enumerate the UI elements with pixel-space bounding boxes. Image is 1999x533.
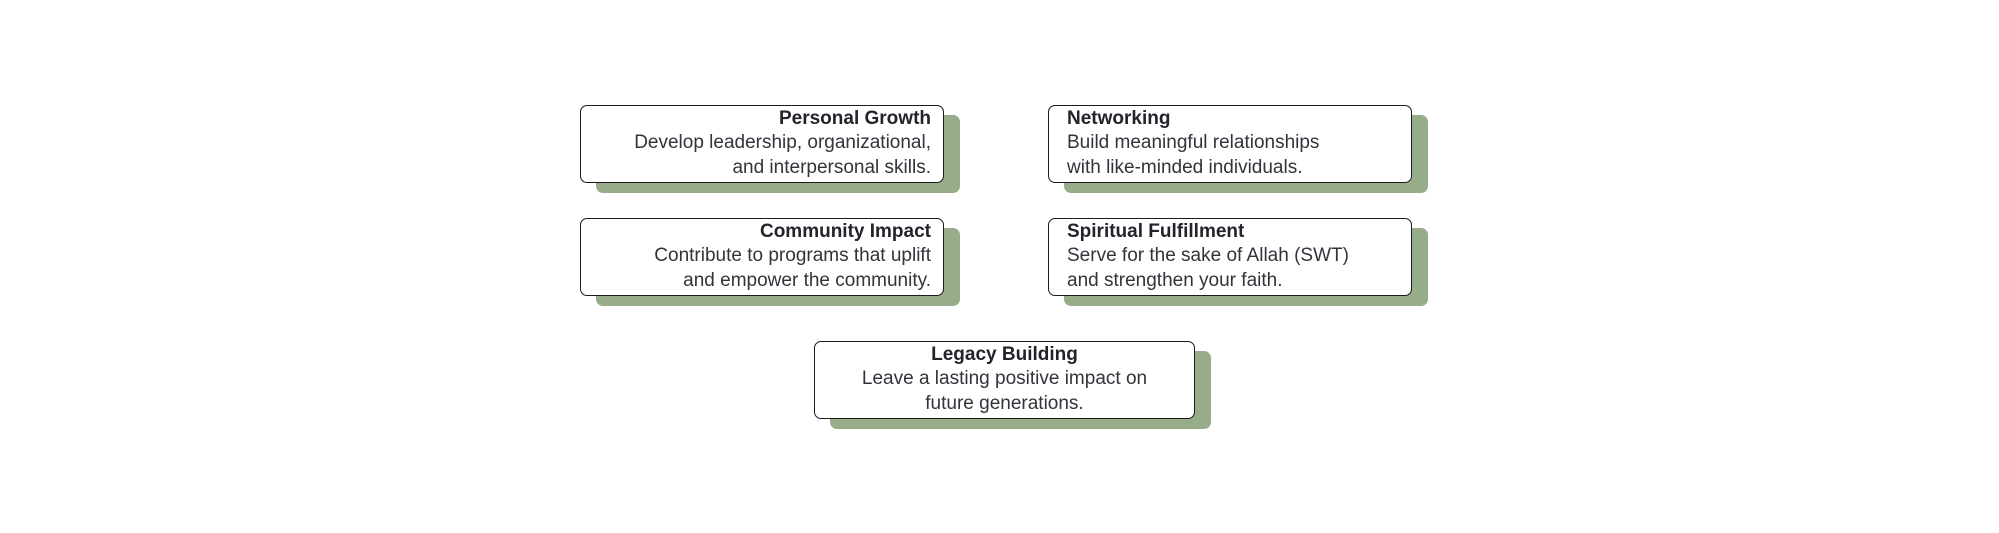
card-face: Community Impact Contribute to programs … [580, 218, 944, 296]
card-face: Spiritual Fulfillment Serve for the sake… [1048, 218, 1412, 296]
card-description-line: future generations. [925, 393, 1084, 414]
card-description-line: and empower the community. [683, 270, 931, 291]
card-title: Spiritual Fulfillment [1067, 221, 1245, 242]
benefit-card-spiritual-fulfillment: Spiritual Fulfillment Serve for the sake… [1048, 218, 1428, 306]
card-face: Personal Growth Develop leadership, orga… [580, 105, 944, 183]
benefit-card-legacy-building: Legacy Building Leave a lasting positive… [814, 341, 1211, 429]
card-title: Community Impact [759, 221, 931, 242]
benefit-card-networking: Networking Build meaningful relationship… [1048, 105, 1428, 193]
card-face: Legacy Building Leave a lasting positive… [814, 341, 1195, 419]
card-face: Networking Build meaningful relationship… [1048, 105, 1412, 183]
card-title: Legacy Building [931, 344, 1078, 365]
card-description-line: Serve for the sake of Allah (SWT) [1067, 245, 1349, 266]
benefit-card-community-impact: Community Impact Contribute to programs … [580, 218, 960, 306]
card-description-line: Contribute to programs that uplift [654, 245, 931, 266]
card-description-line: Build meaningful relationships [1067, 132, 1320, 153]
card-description-line: Develop leadership, organizational, [634, 132, 931, 153]
card-description-line: and strengthen your faith. [1067, 270, 1283, 291]
card-description-line: Leave a lasting positive impact on [861, 368, 1148, 389]
card-description-line: with like-minded individuals. [1067, 157, 1303, 178]
card-title: Networking [1067, 108, 1171, 129]
benefit-card-personal-growth: Personal Growth Develop leadership, orga… [580, 105, 960, 193]
card-title: Personal Growth [778, 108, 931, 129]
card-description-line: and interpersonal skills. [732, 157, 931, 178]
